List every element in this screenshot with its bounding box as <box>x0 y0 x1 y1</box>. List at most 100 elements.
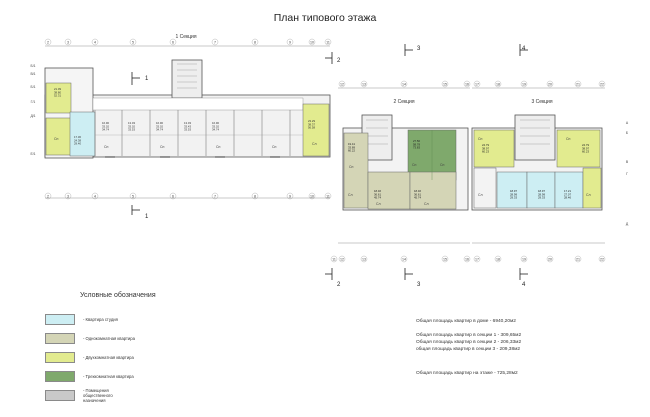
cut-mark-label: 3 <box>417 282 421 288</box>
axis-label: 19 <box>522 257 526 261</box>
axis-label: 22 <box>600 82 604 86</box>
room-labels-s1: Сп Сп Сп Сп Сп Сл <box>54 137 317 149</box>
legend-item-public: - Помещения общественного назначения <box>45 387 129 403</box>
axes-top-s1: 2 3 4 5 6 7 8 9 10 11 <box>44 38 332 46</box>
axis-label: 18 <box>496 82 500 86</box>
axis-label: В <box>626 160 629 164</box>
axis-label: В/1 <box>30 72 35 76</box>
stat-section-1: Общая площадь квартир в секции 1 - 309,6… <box>416 333 522 338</box>
axis-label: 19 <box>522 82 526 86</box>
axis-label: А <box>626 121 629 125</box>
legend-item-three-room: - Трехкомнатная квартира <box>45 370 134 382</box>
axis-label: 11 <box>332 257 336 261</box>
axis-label: 10 <box>310 40 314 44</box>
room-label: Сл <box>312 142 317 146</box>
legend-label: - Двухкомнатная квартира <box>83 354 134 360</box>
axis-label: 16 <box>465 257 469 261</box>
axes-bottom-s23: 11 12 13 14 15 16 17 18 19 20 21 22 <box>330 255 606 263</box>
axis-label: 2 <box>47 40 49 44</box>
axis-label: Е/1 <box>30 152 35 156</box>
floor-plan: 1 Секция 2 3 4 5 6 7 8 9 10 11 2 3 4 5 6… <box>30 34 629 288</box>
axis-label: Д/1 <box>30 114 35 118</box>
legend-item-two-room: - Двухкомнатная квартира <box>45 351 134 363</box>
section-1-label: 1 Секция <box>175 34 196 40</box>
room-label: Сп <box>478 137 483 141</box>
axis-label: 20 <box>548 82 552 86</box>
axis-label: 3 <box>67 194 69 198</box>
axis-label: 12 <box>340 82 344 86</box>
axis-label: 5 <box>132 40 134 44</box>
axis-label: 17 <box>475 82 479 86</box>
cut-mark-label: 2 <box>337 58 341 64</box>
section-3-plan <box>471 87 605 244</box>
axis-label: 15 <box>443 257 447 261</box>
axis-label: 6 <box>172 40 174 44</box>
axis-label: 8 <box>254 194 256 198</box>
axis-label: 8 <box>254 40 256 44</box>
room-label: Сл <box>424 202 429 206</box>
axis-label: 6 <box>172 194 174 198</box>
section-2-label: 2 Секция <box>393 99 414 105</box>
room-label: Сл <box>348 193 353 197</box>
axis-label: 13 <box>362 82 366 86</box>
legend-swatch <box>45 389 75 401</box>
axis-label: Б/1 <box>30 85 35 89</box>
room-label: Сп <box>104 145 109 149</box>
room-label: Сп <box>54 137 59 141</box>
stat-section-2: Общая площадь квартир в секции 2 - 206,3… <box>416 340 522 345</box>
axis-label: 3 <box>67 40 69 44</box>
legend-swatch <box>45 370 75 382</box>
axis-label: 2 <box>47 194 49 198</box>
axes-left-s1: Б/1 В/1 Б/1 Г/1 Д/1 Е/1 <box>30 64 35 156</box>
page-title: План типового этажа <box>273 12 377 24</box>
axis-label: 14 <box>402 82 406 86</box>
axis-label: 5 <box>132 194 134 198</box>
cut-mark-label: 1 <box>145 76 149 82</box>
legend-swatch <box>45 332 75 344</box>
legend-label: - Трехкомнатная квартира <box>83 373 134 379</box>
axis-label: 9 <box>289 40 291 44</box>
cut-mark-label: 4 <box>522 46 526 52</box>
axis-label: 7 <box>214 194 216 198</box>
axes-top-s23: 12 13 14 15 16 17 18 19 20 21 22 <box>338 80 606 88</box>
legend-label: - Квартира студия <box>83 316 118 322</box>
cut-mark-label: 2 <box>337 282 341 288</box>
axis-label: Г/1 <box>31 100 36 104</box>
section-2-plan <box>338 87 470 244</box>
axis-label: 11 <box>326 40 330 44</box>
legend-item-one-room: - Однокомнатная квартира <box>45 332 135 344</box>
axis-label: 22 <box>600 257 604 261</box>
room-label: Сп <box>440 163 445 167</box>
axis-label: 12 <box>340 257 344 261</box>
cut-mark-label: 3 <box>417 46 421 52</box>
axis-label: 10 <box>310 194 314 198</box>
room-label: Сл <box>478 193 483 197</box>
axis-label: 15 <box>443 82 447 86</box>
section-3-label: 3 Секция <box>531 99 552 105</box>
room-label: Сп <box>272 145 277 149</box>
room-label: Сп <box>216 145 221 149</box>
axis-label: 11 <box>326 194 330 198</box>
cut-mark-1 <box>131 72 140 215</box>
axis-label: 7 <box>214 40 216 44</box>
legend-label: - Помещения общественного назначения <box>83 387 113 403</box>
axis-label: 9 <box>289 194 291 198</box>
room-label: Сп <box>349 165 354 169</box>
axis-label: Д <box>626 222 629 226</box>
axes-right: А Б В Г Д <box>626 121 629 226</box>
